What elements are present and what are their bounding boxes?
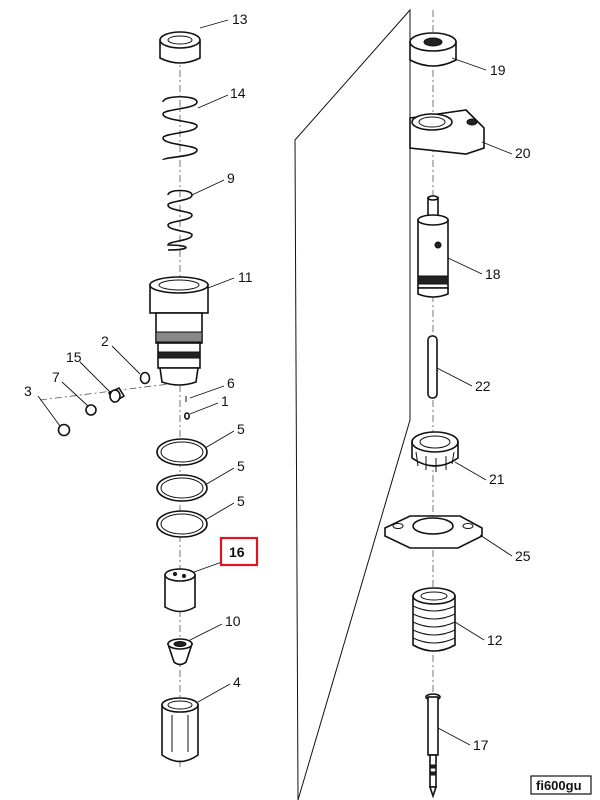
label-part-3: 3 (24, 383, 32, 399)
part-5-ring-a (156, 438, 208, 466)
part-16-spacer (164, 568, 196, 613)
part-15-fitting (107, 386, 126, 404)
part-17-needle (425, 693, 441, 799)
label-part-11: 11 (238, 269, 253, 285)
highlight-box-part-16 (219, 536, 259, 567)
label-part-20: 20 (515, 145, 531, 161)
label-part-5-c: 5 (237, 493, 245, 509)
label-part-7: 7 (52, 369, 60, 385)
label-part-2: 2 (101, 333, 109, 349)
label-part-22: 22 (475, 378, 491, 394)
label-part-9: 9 (227, 170, 235, 186)
part-14-spring (162, 95, 198, 161)
separator-edge (294, 139, 299, 800)
leader-lines (37, 19, 513, 746)
label-part-15: 15 (66, 349, 82, 365)
part-10-nozzle (166, 638, 194, 666)
part-12-sleeve (412, 587, 456, 652)
side-axis-line (39, 381, 186, 401)
part-3-washer (57, 423, 71, 437)
label-part-1: 1 (221, 393, 229, 409)
label-part-25: 25 (515, 548, 531, 564)
part-1-pin (184, 412, 191, 420)
drawing-code: fi600gu (536, 778, 582, 793)
part-19-nut (409, 32, 457, 67)
label-part-21: 21 (489, 471, 505, 487)
label-part-6: 6 (227, 375, 235, 391)
part-21-ringnut (411, 431, 459, 472)
part-7-washer (85, 404, 97, 416)
label-part-17: 17 (473, 737, 489, 753)
label-part-13: 13 (232, 11, 248, 27)
label-part-14: 14 (230, 85, 246, 101)
label-part-5-a: 5 (237, 421, 245, 437)
drawing-code-box (530, 775, 592, 795)
label-part-4: 4 (233, 674, 241, 690)
part-5-ring-b (156, 474, 208, 502)
part-25-plate (384, 515, 483, 549)
label-part-5-b: 5 (237, 458, 245, 474)
part-18-body (417, 195, 449, 298)
label-part-10: 10 (225, 613, 241, 629)
separator-outline (294, 8, 411, 800)
part-20-flange (409, 109, 485, 155)
part-22-rod (427, 335, 438, 399)
part-2-washer (139, 371, 151, 385)
part-4-nut (161, 697, 199, 763)
label-part-19: 19 (490, 62, 506, 78)
part-5-ring-c (156, 510, 208, 538)
part-11-body (149, 276, 209, 386)
part-13-cap (159, 31, 201, 64)
label-part-18: 18 (485, 266, 501, 282)
label-part-12: 12 (487, 632, 503, 648)
label-part-16: 16 (229, 544, 245, 560)
part-9-spring (167, 189, 193, 251)
